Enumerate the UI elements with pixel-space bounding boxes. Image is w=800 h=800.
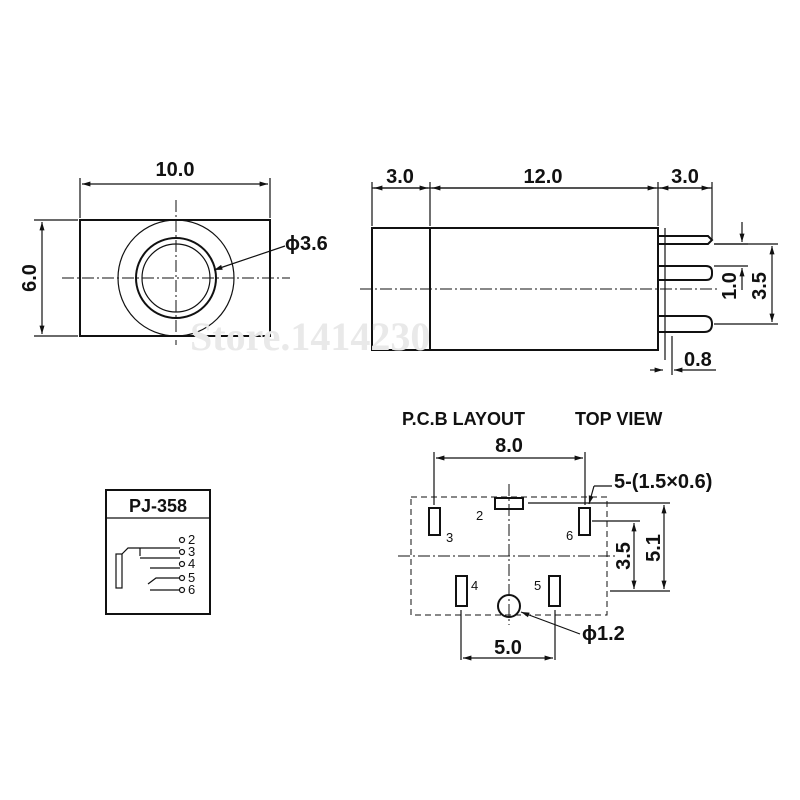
- store-watermark: Store.1414230: [190, 314, 430, 359]
- schematic-pin-4: 4: [188, 556, 195, 571]
- pcb-pin-2: 2: [476, 508, 483, 523]
- pcb-pin-5: 5: [534, 578, 541, 593]
- side-front-len-label: 3.0: [386, 166, 414, 188]
- pcb-pin-6: 6: [566, 528, 573, 543]
- side-pin-bottom: [658, 315, 714, 333]
- side-body-len-label: 12.0: [524, 166, 563, 188]
- side-pin-top: [658, 235, 714, 245]
- pad-slot-4: [455, 575, 468, 607]
- schematic-box: PJ-358 2 3 4 5 6: [105, 489, 211, 615]
- pad-slot-2: [494, 497, 524, 510]
- front-view: 10.0 6.0 ϕ3.6: [19, 159, 328, 345]
- schematic-pin-2: 2: [188, 532, 195, 547]
- pcb-lower-pitch-label: 5.0: [494, 637, 522, 659]
- pcb-pin-3: 3: [446, 530, 453, 545]
- pad-slot-6: [578, 507, 591, 536]
- schematic-pin-3: 3: [188, 544, 195, 559]
- pcb-hole-diameter-label: ϕ1.2: [582, 623, 625, 645]
- schematic-frame: [105, 489, 211, 615]
- pcb-row-pitch-label: 3.5: [613, 542, 635, 570]
- top-view-title: TOP VIEW: [575, 409, 662, 429]
- front-hole-diameter-label: ϕ3.6: [285, 233, 328, 255]
- hole-leader-line: [213, 245, 286, 271]
- pcb-hole-leader: [520, 611, 581, 635]
- side-view: 3.0 12.0 3.0 1.0 3.5 0.8: [360, 166, 778, 375]
- pcb-title: P.C.B LAYOUT: [402, 409, 525, 429]
- front-height-label: 6.0: [19, 264, 41, 292]
- pcb-pin-4: 4: [471, 578, 478, 593]
- pcb-total-height-label: 5.1: [643, 534, 665, 562]
- schematic-title: PJ-358: [129, 496, 187, 516]
- pcb-width-label: 8.0: [495, 435, 523, 457]
- side-pin-width-label: 0.8: [684, 349, 712, 371]
- schematic-pin-6: 6: [188, 582, 195, 597]
- slot-note-leader: [588, 485, 595, 505]
- pad-hole: [497, 594, 521, 618]
- pad-slot-5: [548, 575, 561, 607]
- schematic-pin-5: 5: [188, 570, 195, 585]
- front-hole-ring: [135, 237, 217, 319]
- side-pin-middle: [658, 265, 713, 281]
- pad-slot-3: [428, 507, 441, 536]
- front-width-label: 10.0: [156, 159, 195, 181]
- pcb-slot-note: 5-(1.5×0.6): [614, 471, 712, 493]
- side-pitch-small-label: 1.0: [719, 272, 741, 300]
- schematic-sleeve-symbol: [115, 553, 123, 589]
- side-pin-len-label: 3.0: [671, 166, 699, 188]
- side-pitch-large-label: 3.5: [749, 272, 771, 300]
- pcb-layout: P.C.B LAYOUT TOP VIEW 2 3 6 4 5 8.0 5-(1…: [398, 409, 712, 661]
